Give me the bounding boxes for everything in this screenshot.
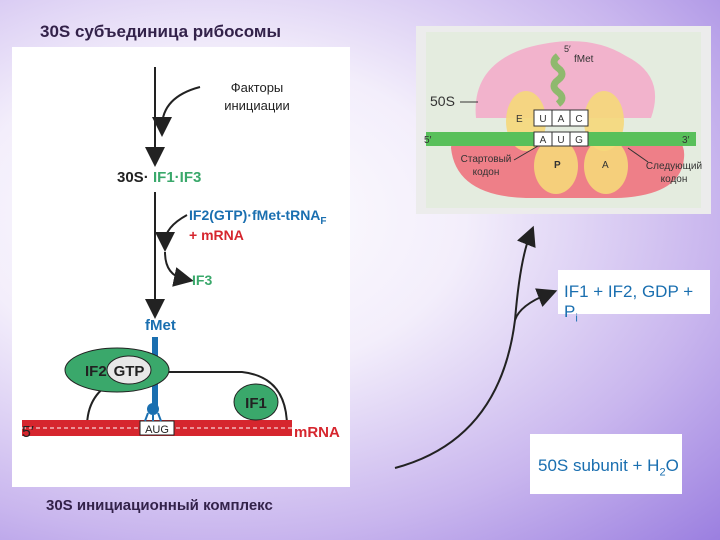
gtp-molecule: [106, 355, 152, 385]
initiation-pathway-diagram: Факторы инициации 30S· IF1·IF3 IF2(GTP)·…: [22, 67, 340, 441]
aug-text: AUG: [145, 424, 169, 436]
site-p-label: P: [554, 160, 561, 171]
ribosome-sites-diagram: 5′ fMet U A C E A U G 5′ 3′ P A 50S Стар…: [416, 26, 711, 214]
label-50s: 50S: [430, 93, 455, 109]
release-arrows: [394, 225, 558, 469]
mrna-label: mRNA: [294, 424, 340, 441]
mrna-5-right: 5′: [424, 135, 432, 146]
factors-label-1: Факторы: [231, 80, 284, 95]
if-release-text: IF1 + IF2, GDP + Pi: [564, 282, 694, 325]
site-p-bottom: [534, 138, 578, 194]
start-codon-1: Стартовый: [461, 154, 512, 165]
next-codon-2: кодон: [661, 174, 688, 185]
gtp-label: GTP: [114, 363, 145, 380]
site-e-label: E: [516, 114, 523, 125]
subunit-50s-box: 50S subunit + H2O: [530, 434, 682, 494]
start-codon-2: кодон: [473, 167, 500, 178]
aug-codon: [139, 420, 175, 436]
step1-prefix: 30S·: [117, 169, 149, 186]
caption: 30S инициационный комплекс: [46, 497, 273, 514]
if3-release: IF3: [192, 272, 212, 288]
step1-factors: IF1·IF3: [153, 169, 201, 186]
join-arrow: [155, 214, 188, 252]
codon-1: A: [540, 135, 547, 146]
mrna-3-right: 3′: [682, 135, 690, 146]
site-a-label: A: [602, 160, 609, 171]
codon-2: U: [557, 135, 564, 146]
anticodon-2: A: [558, 114, 565, 125]
if2-label: IF2: [85, 363, 107, 380]
factor-arrow: [152, 86, 201, 137]
next-codon-1: Следующий: [646, 161, 702, 172]
initiation-pathway-panel: Факторы инициации 30S· IF1·IF3 IF2(GTP)·…: [12, 47, 350, 487]
trna-loop: [147, 403, 159, 415]
factors-label-2: инициации: [224, 98, 290, 113]
if1-protein: [233, 383, 279, 421]
if-release-box: IF1 + IF2, GDP + Pi: [558, 270, 710, 324]
anticodon-3: C: [575, 114, 582, 125]
fmet-right: fMet: [574, 54, 594, 65]
main-curved-arrow: [394, 225, 536, 469]
page-title: 30S субъединица рибосомы: [40, 22, 282, 41]
step2-line1: IF2(GTP)·fMet-tRNAF: [189, 207, 327, 227]
subunit-50s-text: 50S subunit + H2O: [538, 456, 679, 479]
site-a-bottom: [584, 138, 628, 194]
codon-3: G: [575, 135, 583, 146]
if1-label: IF1: [245, 395, 267, 412]
trna-squiggle: [550, 53, 566, 107]
five-prime-top: 5′: [564, 44, 571, 54]
release-arrow: [164, 251, 194, 287]
fmet-label: fMet: [145, 317, 176, 334]
step2-line2: + mRNA: [189, 227, 244, 243]
five-prime-label: 5′: [22, 424, 34, 441]
anticodon-1: U: [539, 114, 546, 125]
ribosome-sites-panel: 5′ fMet U A C E A U G 5′ 3′ P A 50S Стар…: [416, 26, 711, 214]
branch-arrow-if: [514, 288, 558, 321]
